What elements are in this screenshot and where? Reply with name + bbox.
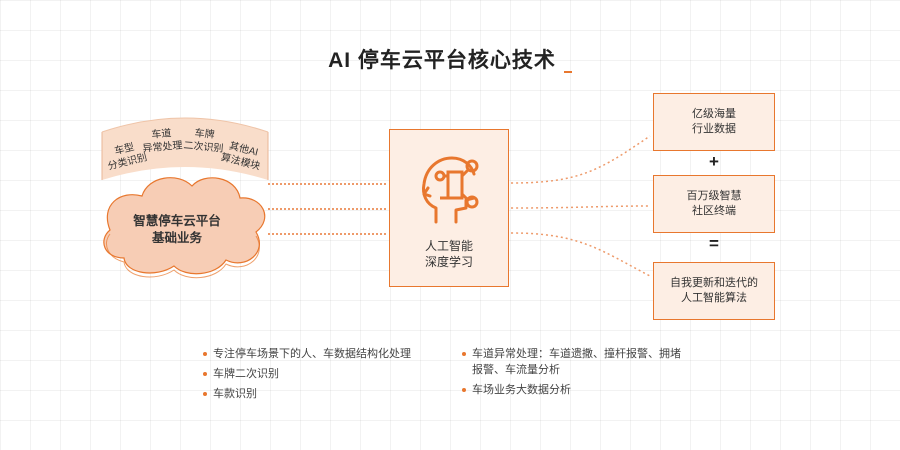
ai-algorithm-box: 自我更新和迭代的 人工智能算法 — [653, 262, 775, 320]
connector-line — [268, 208, 386, 210]
ai-core-label: 人工智能 深度学习 — [390, 238, 508, 270]
feature-list-right: 车道异常处理：车道遗撒、撞杆报警、拥堵 报警、车流量分析 车场业务大数据分析 — [462, 346, 702, 402]
list-item: 车道异常处理：车道遗撒、撞杆报警、拥堵 报警、车流量分析 — [462, 346, 702, 378]
title-accent-dash — [564, 71, 572, 73]
module-plate-recognition: 车牌 二次识别 — [183, 126, 225, 155]
list-item: 车款识别 — [203, 386, 443, 402]
community-terminal-box: 百万级智慧 社区终端 — [653, 175, 775, 233]
plus-sign: + — [653, 152, 775, 172]
equals-sign: = — [653, 234, 775, 254]
ai-core-box: 人工智能 深度学习 — [389, 129, 509, 287]
module-lane-exception: 车道 异常处理 — [141, 126, 183, 155]
feature-list-left: 专注停车场景下的人、车数据结构化处理 车牌二次识别 车款识别 — [203, 346, 443, 406]
connector-line — [268, 233, 386, 235]
list-item: 车场业务大数据分析 — [462, 382, 702, 398]
page-title: AI 停车云平台核心技术 — [0, 44, 900, 74]
connector-line — [268, 183, 386, 185]
cloud-label: 智慧停车云平台 基础业务 — [112, 213, 242, 247]
ai-brain-circuit-icon — [418, 152, 482, 224]
list-item: 车牌二次识别 — [203, 366, 443, 382]
industry-data-box: 亿级海量 行业数据 — [653, 93, 775, 151]
list-item: 专注停车场景下的人、车数据结构化处理 — [203, 346, 443, 362]
